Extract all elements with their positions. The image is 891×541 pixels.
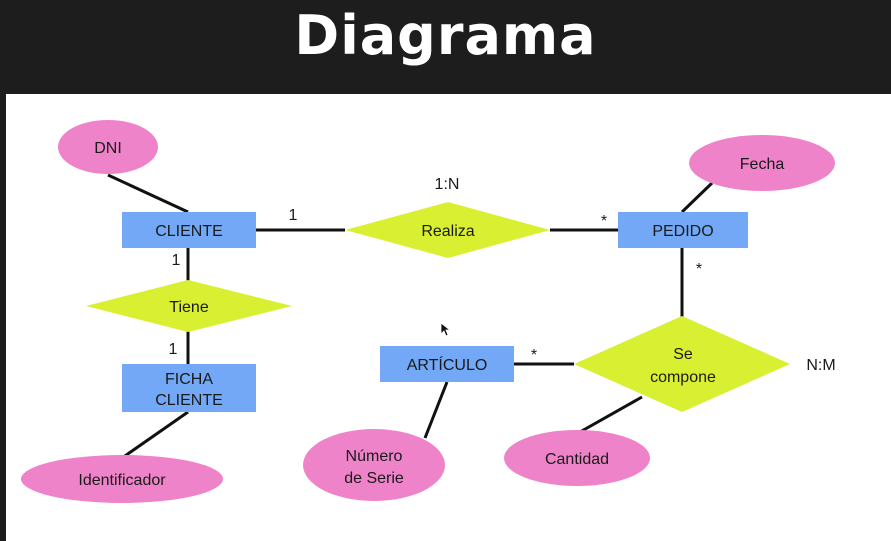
attribute-cantidad-label: Cantidad xyxy=(545,451,609,468)
entity-cliente-label: CLIENTE xyxy=(155,223,223,240)
relationship-se-compone xyxy=(574,316,790,412)
attribute-cantidad xyxy=(504,430,650,486)
attribute-fecha-label: Fecha xyxy=(740,156,785,173)
attribute-dni xyxy=(58,120,158,174)
entity-cliente xyxy=(122,212,256,248)
line-ficha-identificador xyxy=(121,410,189,460)
cardinality-compone-pedido: * xyxy=(696,261,702,278)
relationship-tiene xyxy=(86,280,292,332)
cardinality-realiza-type: 1:N xyxy=(435,176,460,193)
cardinality-tiene-cliente: 1 xyxy=(172,252,181,269)
line-articulo-numero xyxy=(423,381,449,439)
cardinality-realiza-cliente: 1 xyxy=(289,207,298,224)
entity-articulo-label: ARTÍCULO xyxy=(407,355,488,374)
cardinality-realiza-pedido: * xyxy=(601,213,607,230)
entity-ficha-cliente xyxy=(122,364,256,412)
relationship-se-compone-label-2: compone xyxy=(650,369,716,386)
relationship-tiene-label: Tiene xyxy=(169,299,209,316)
entity-articulo xyxy=(380,346,514,382)
entity-ficha-label-1: FICHA xyxy=(165,371,213,388)
attribute-dni-label: DNI xyxy=(94,140,122,157)
attribute-numero-serie xyxy=(303,429,445,501)
attribute-identificador xyxy=(21,455,223,503)
line-dni-cliente xyxy=(107,173,189,214)
connectors xyxy=(107,173,714,460)
relationship-realiza xyxy=(345,202,550,258)
title-bar: Diagrama xyxy=(0,0,891,94)
mouse-cursor-icon xyxy=(440,322,452,337)
cardinality-tiene-ficha: 1 xyxy=(169,341,178,358)
attribute-numero-label-1: Número xyxy=(346,448,403,465)
entity-pedido xyxy=(618,212,748,248)
page-title: Diagrama xyxy=(294,4,597,67)
attribute-numero-label-2: de Serie xyxy=(344,470,404,487)
line-fecha-pedido xyxy=(680,181,714,214)
relationship-se-compone-label-1: Se xyxy=(673,346,693,363)
cardinality-compone-type: N:M xyxy=(806,357,835,374)
attribute-fecha xyxy=(689,135,835,191)
line-compone-cantidad xyxy=(579,395,643,434)
entity-ficha-label-2: CLIENTE xyxy=(155,392,223,409)
relationship-realiza-label: Realiza xyxy=(421,223,474,240)
entity-pedido-label: PEDIDO xyxy=(652,223,713,240)
cardinality-compone-articulo: * xyxy=(531,347,537,364)
attribute-identificador-label: Identificador xyxy=(78,472,166,489)
